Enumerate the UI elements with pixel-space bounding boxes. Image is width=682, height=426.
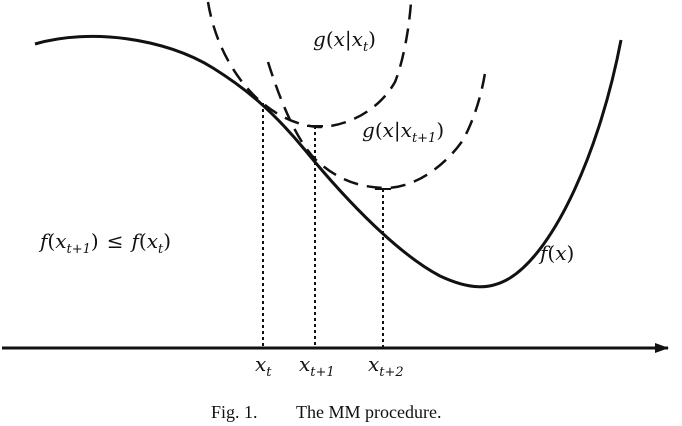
label-g-x-given-xt1: g(x|xt+1): [362, 118, 444, 146]
figure-caption-number: Fig. 1.: [211, 402, 258, 422]
label-g-x-given-xt: g(x|xt): [313, 27, 376, 55]
objective-curve-f: [34, 35, 623, 289]
label-inequality: f(xt+1)≤f(xt): [38, 229, 171, 257]
tick-label-xt2: xt+2: [368, 352, 404, 380]
figure-caption-text: The MM procedure.: [296, 402, 441, 422]
tick-label-xt: xt: [255, 352, 272, 380]
surrogate-curve-g-xt1: [266, 61, 488, 190]
label-f-x: f(x): [538, 241, 574, 265]
surrogate-curve-g-xt: [206, 1, 413, 129]
tick-label-xt1: xt+1: [299, 352, 335, 380]
